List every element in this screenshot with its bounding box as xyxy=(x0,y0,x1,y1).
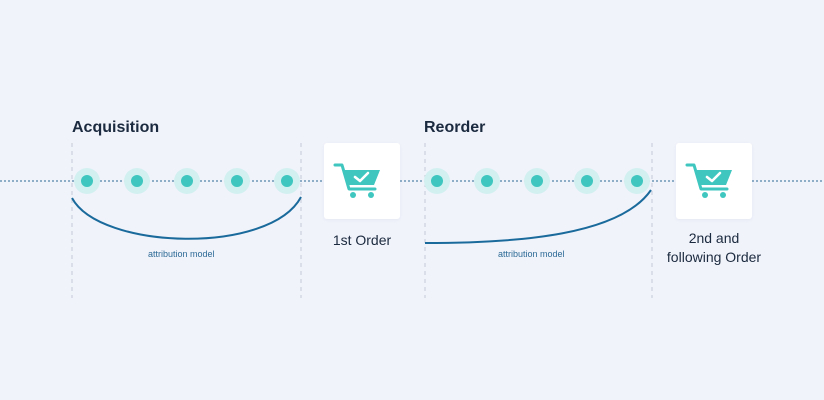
touchpoint-dot xyxy=(281,175,293,187)
cart-check-icon xyxy=(333,163,380,198)
first-order-label: 1st Order xyxy=(332,232,392,248)
following-order-card xyxy=(676,143,752,219)
acquisition-attribution-curve xyxy=(71,196,302,240)
acquisition-caption: attribution model xyxy=(148,249,215,259)
following-order-label-line2: following Order xyxy=(666,249,762,265)
following-order-label-line1: 2nd and xyxy=(688,230,740,246)
touchpoint-dot xyxy=(181,175,193,187)
reorder-caption: attribution model xyxy=(498,249,565,259)
touchpoint-dot xyxy=(631,175,643,187)
reorder-title: Reorder xyxy=(424,119,486,136)
reorder-attribution-curve xyxy=(424,189,652,244)
touchpoint-dot xyxy=(481,175,493,187)
touchpoint-dot xyxy=(581,175,593,187)
touchpoint-dot xyxy=(131,175,143,187)
touchpoint-dot xyxy=(81,175,93,187)
first-order-card xyxy=(324,143,400,219)
acquisition-touchpoints xyxy=(74,168,300,194)
following-order-label: 2nd and following Order xyxy=(654,229,774,267)
acquisition-title: Acquisition xyxy=(72,119,160,136)
touchpoint-dot xyxy=(431,175,443,187)
touchpoint-dot xyxy=(231,175,243,187)
touchpoint-dot xyxy=(531,175,543,187)
cart-check-icon xyxy=(685,163,732,198)
reorder-touchpoints xyxy=(424,168,650,194)
